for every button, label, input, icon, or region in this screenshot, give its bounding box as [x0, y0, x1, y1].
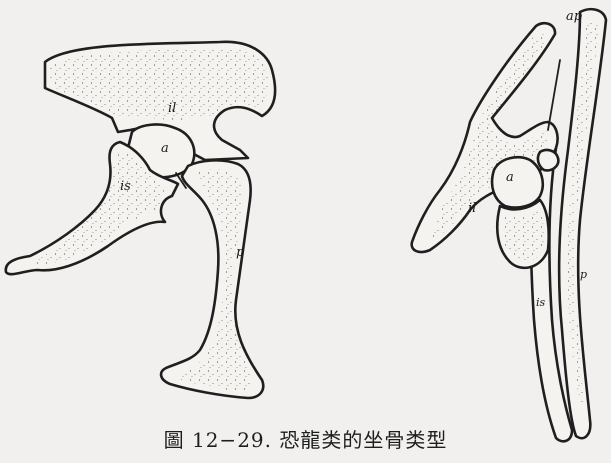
figure-caption: 圖 12−29. 恐龍类的坐骨类型 [0, 424, 611, 453]
left-label-pubis: p [236, 245, 245, 260]
left-label-ischium: is [120, 179, 131, 194]
right-acetabulum-bone [492, 157, 543, 207]
right-rod-inner-line [548, 60, 560, 130]
right-label-acetabulum: a [506, 170, 514, 185]
right-pelvis: il a is p ap [412, 9, 606, 441]
right-label-pubis: p [580, 268, 587, 281]
left-label-acetabulum: a [161, 141, 169, 156]
right-label-ilium: il [468, 201, 476, 216]
left-label-ilium: il [168, 101, 176, 116]
left-ilium-stipple [50, 48, 269, 120]
right-knob [538, 150, 558, 170]
right-label-prepubis: ap [566, 9, 583, 24]
left-pelvis: il a is p [6, 42, 275, 398]
right-label-ischium: is [536, 296, 546, 309]
